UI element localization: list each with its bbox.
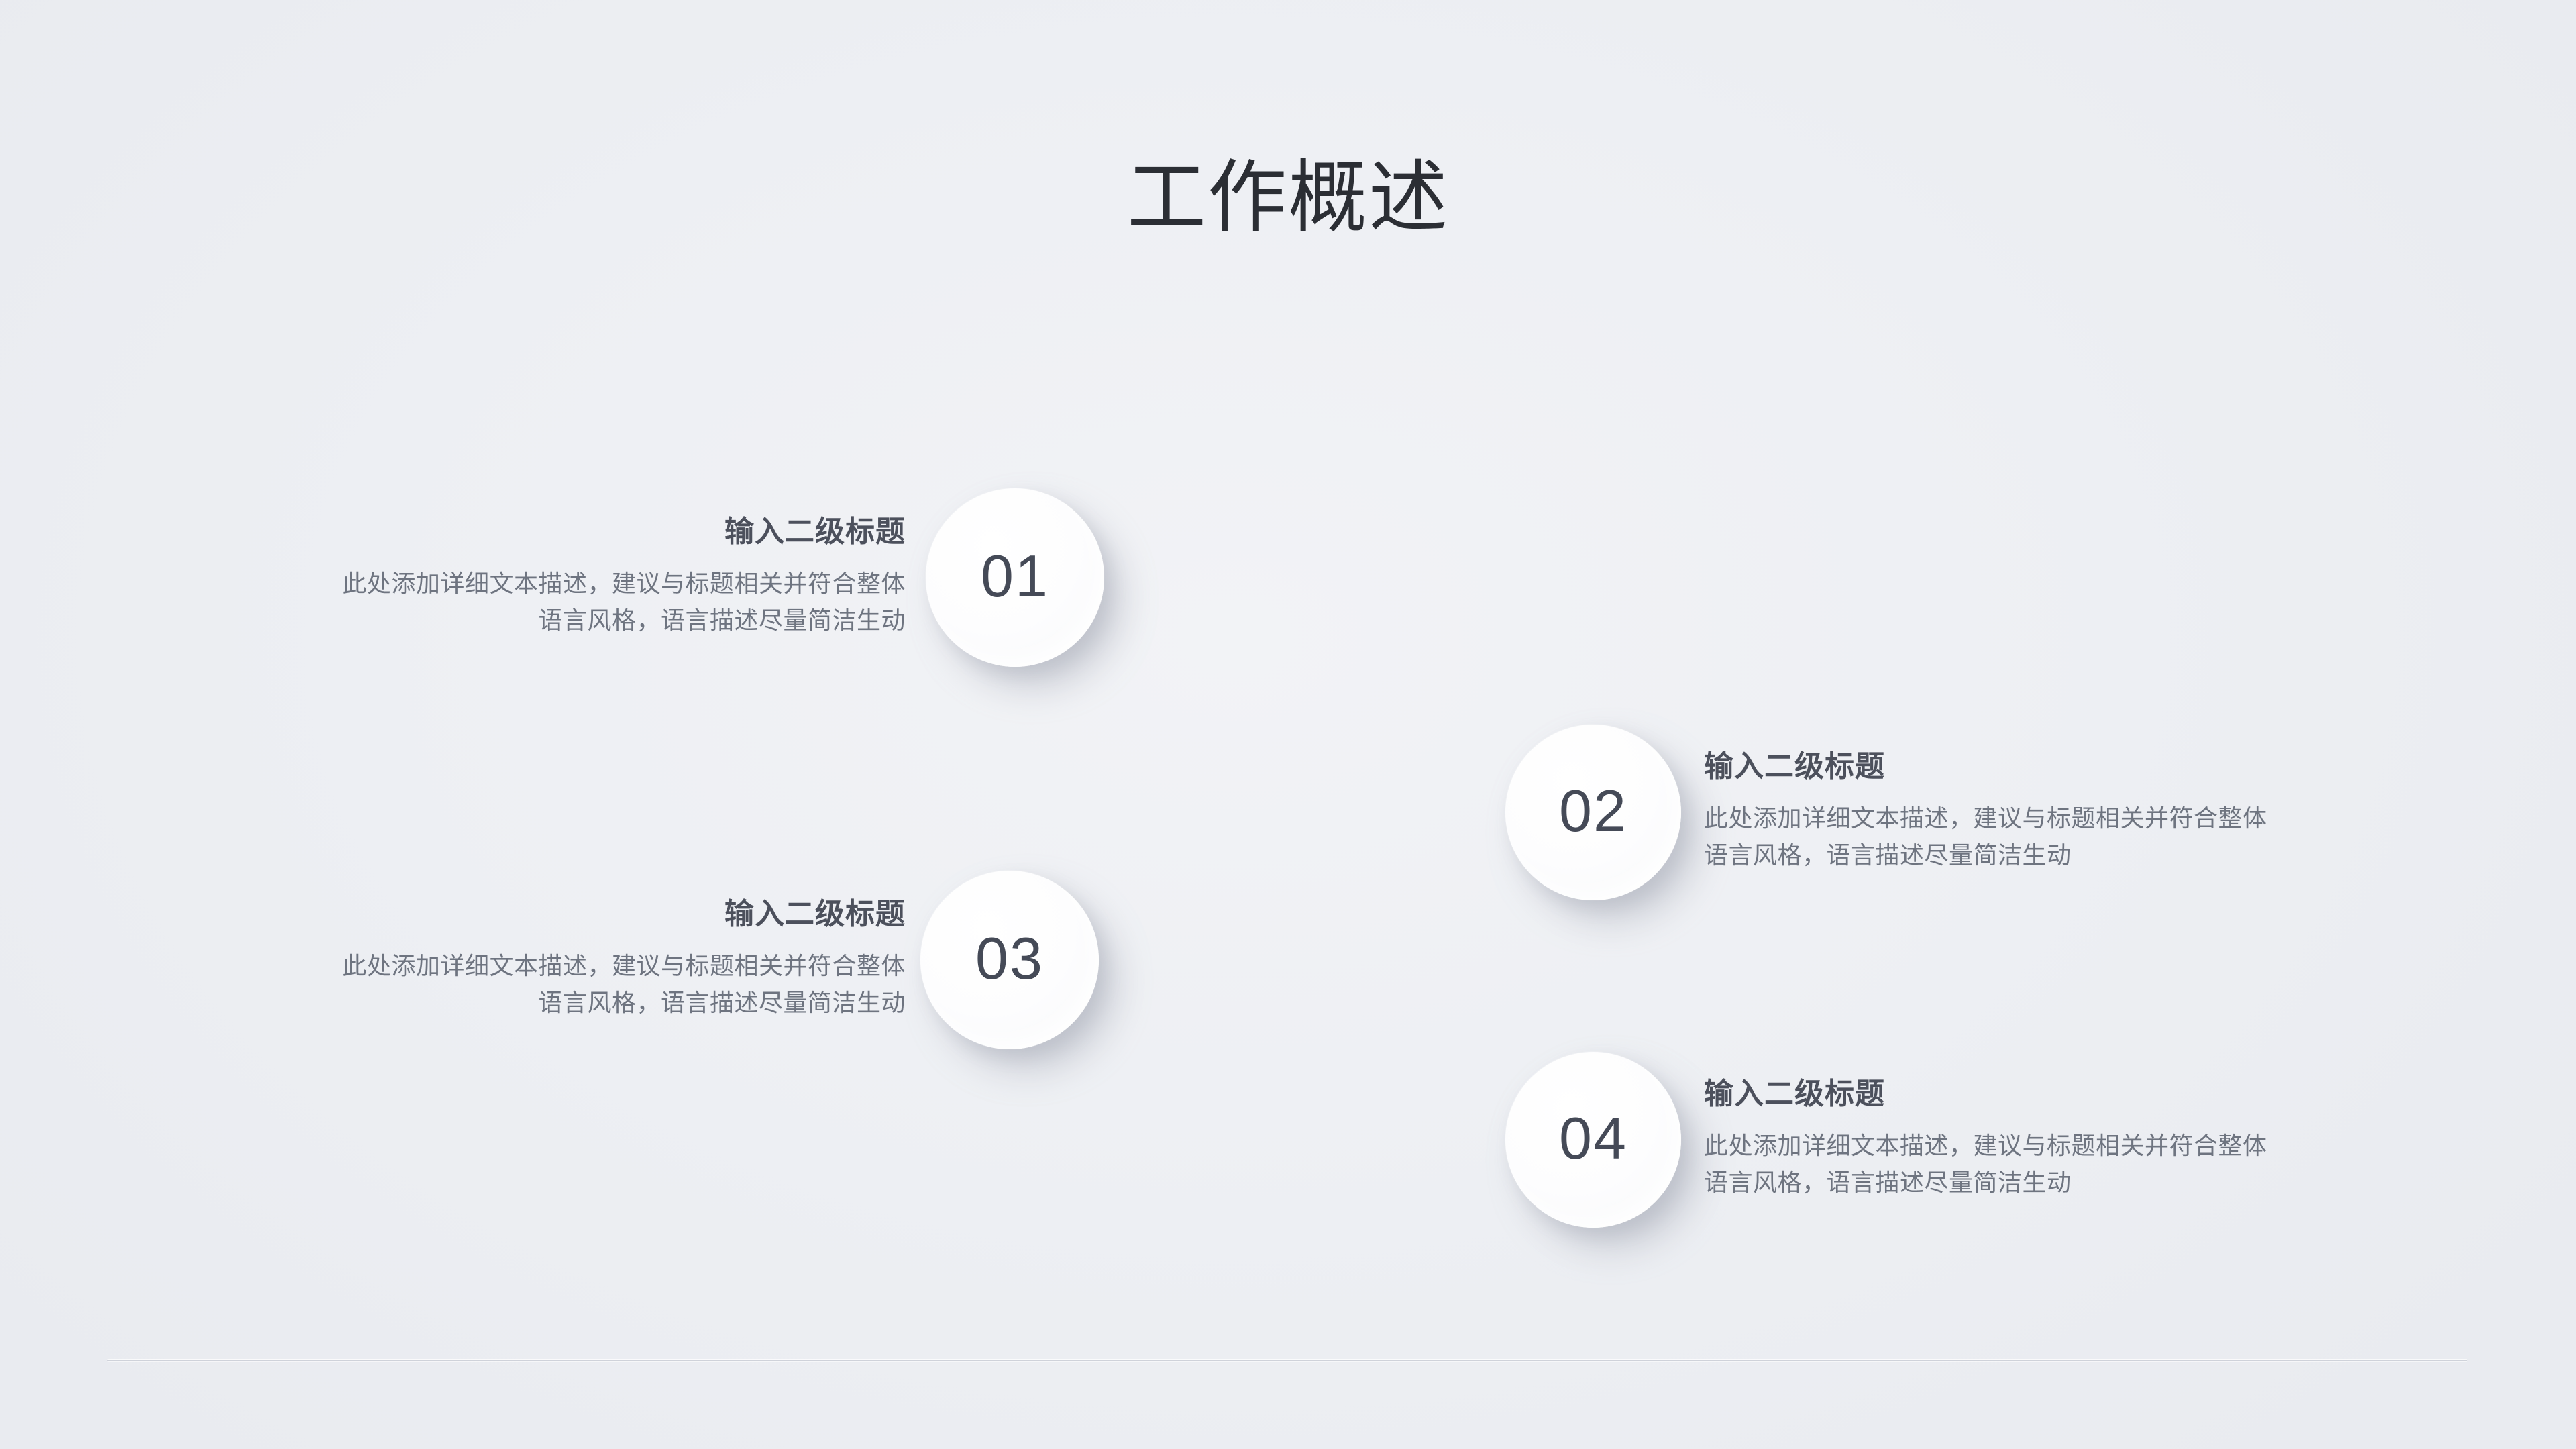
footer-divider bbox=[107, 1359, 2467, 1362]
item-03-heading: 输入二级标题 bbox=[724, 898, 906, 931]
content-item-01[interactable]: 输入二级标题 此处添加详细文本描述，建议与标题相关并符合整体语言风格，语言描述尽… bbox=[335, 488, 1104, 667]
content-item-02[interactable]: 02 输入二级标题 此处添加详细文本描述，建议与标题相关并符合整体语言风格，语言… bbox=[1505, 724, 2277, 900]
item-04-number-label: 04 bbox=[1559, 1105, 1627, 1171]
item-01-heading: 输入二级标题 bbox=[724, 515, 906, 549]
item-04-heading: 输入二级标题 bbox=[1704, 1077, 1885, 1111]
item-02-number-label: 02 bbox=[1559, 777, 1627, 844]
item-01-text-group: 输入二级标题 此处添加详细文本描述，建议与标题相关并符合整体语言风格，语言描述尽… bbox=[335, 515, 906, 639]
item-03-text-group: 输入二级标题 此处添加详细文本描述，建议与标题相关并符合整体语言风格，语言描述尽… bbox=[329, 898, 906, 1022]
item-01-body: 此处添加详细文本描述，建议与标题相关并符合整体语言风格，语言描述尽量简洁生动 bbox=[342, 570, 906, 635]
item-02-text-group: 输入二级标题 此处添加详细文本描述，建议与标题相关并符合整体语言风格，语言描述尽… bbox=[1704, 750, 2277, 874]
item-02-body: 此处添加详细文本描述，建议与标题相关并符合整体语言风格，语言描述尽量简洁生动 bbox=[1704, 804, 2267, 869]
item-04-text-group: 输入二级标题 此处添加详细文本描述，建议与标题相关并符合整体语言风格，语言描述尽… bbox=[1704, 1077, 2277, 1201]
content-item-04[interactable]: 04 输入二级标题 此处添加详细文本描述，建议与标题相关并符合整体语言风格，语言… bbox=[1505, 1052, 2277, 1228]
content-item-03[interactable]: 输入二级标题 此处添加详细文本描述，建议与标题相关并符合整体语言风格，语言描述尽… bbox=[329, 871, 1099, 1049]
item-04-body: 此处添加详细文本描述，建议与标题相关并符合整体语言风格，语言描述尽量简洁生动 bbox=[1704, 1132, 2267, 1197]
item-02-number-badge[interactable]: 02 bbox=[1505, 724, 1681, 900]
item-01-number-badge[interactable]: 01 bbox=[926, 488, 1104, 667]
page-title: 工作概述 bbox=[1126, 154, 1449, 242]
item-04-number-badge[interactable]: 04 bbox=[1505, 1052, 1681, 1228]
item-03-number-label: 03 bbox=[975, 925, 1044, 991]
item-02-heading: 输入二级标题 bbox=[1704, 750, 1885, 784]
item-03-body: 此处添加详细文本描述，建议与标题相关并符合整体语言风格，语言描述尽量简洁生动 bbox=[342, 952, 906, 1017]
item-01-number-label: 01 bbox=[981, 543, 1049, 609]
item-03-number-badge[interactable]: 03 bbox=[920, 871, 1099, 1049]
